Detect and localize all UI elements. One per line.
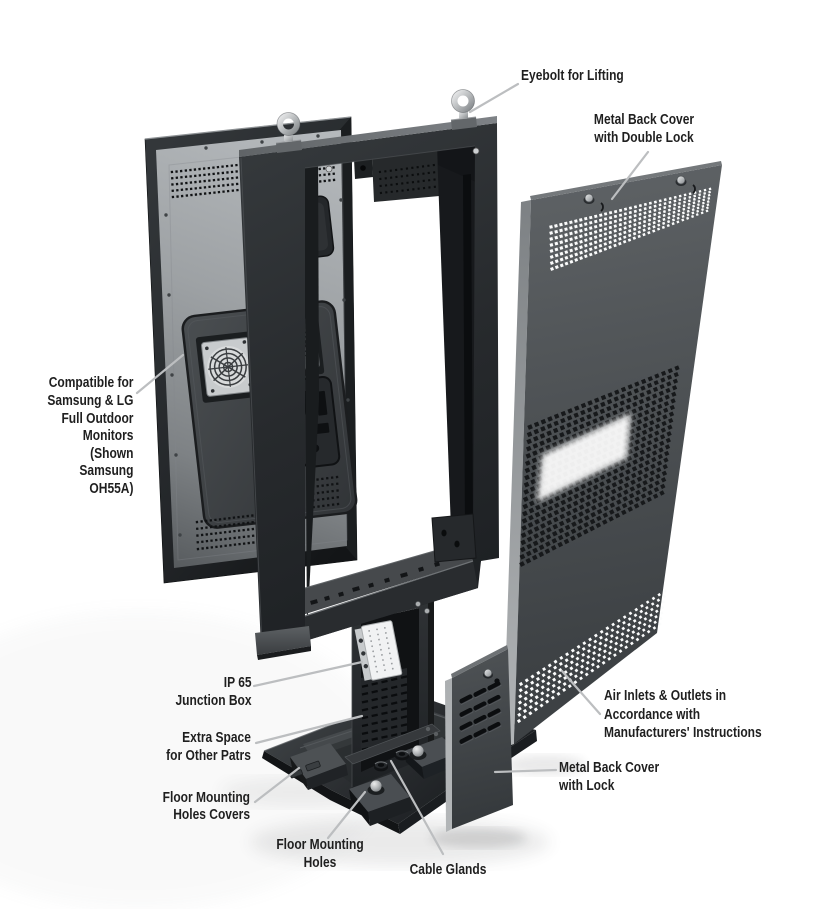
junction-box xyxy=(354,620,403,681)
monitor-screws xyxy=(164,134,353,537)
back-cover-small xyxy=(445,645,513,832)
callout-double-lock-line: Metal Back Cover xyxy=(593,112,695,128)
callout-extra-space: Extra Space for Other Patrs xyxy=(166,730,251,765)
leader-cover-lock xyxy=(493,768,558,774)
leader-eyebolt xyxy=(468,82,520,114)
leader-double-lock xyxy=(610,150,650,201)
callout-compatible-line: (Shown xyxy=(89,445,133,462)
callout-air-inlets-line: Manufacturers' Instructions xyxy=(604,725,762,742)
floor-mounting-bolt xyxy=(367,780,385,795)
callout-compatible-line: Compatible for xyxy=(48,375,133,392)
frame-front xyxy=(239,123,499,647)
back-cover-small-face xyxy=(452,649,513,829)
callout-floor-holes: Floor Mounting Holes xyxy=(276,837,363,872)
callout-compatible: Compatible for Samsung & LG Full Outdoor… xyxy=(47,375,133,498)
callout-cover-lock-line: Metal Back Cover xyxy=(559,760,660,777)
cable-gland xyxy=(374,761,388,772)
callout-floor-holes-line: Holes xyxy=(303,854,336,871)
monitor-fan-left xyxy=(195,331,261,403)
callout-double-lock-line: with Double Lock xyxy=(594,129,694,146)
panel-bottom-vent xyxy=(516,589,667,724)
floor-hole-cover xyxy=(305,760,321,772)
callout-eyebolt-line: Eyebolt for Lifting xyxy=(521,68,624,84)
panel-light-window xyxy=(537,413,631,502)
leader-lines xyxy=(135,82,650,856)
callout-eyebolt: Eyebolt for Lifting xyxy=(521,68,624,86)
callout-air-inlets: Air Inlets & Outlets in Accordance with … xyxy=(604,687,762,743)
callout-cover-lock-line: with Lock xyxy=(559,778,615,795)
floor-shadows xyxy=(0,610,585,909)
leader-air-inlets xyxy=(560,669,602,716)
leader-cable-glands xyxy=(389,759,445,856)
eyebolt-left xyxy=(275,112,302,153)
leader-compatible xyxy=(135,353,185,395)
leader-ip65 xyxy=(252,660,364,688)
base-hardware xyxy=(289,723,462,826)
callout-floor-covers-line: Floor Mounting xyxy=(162,789,250,806)
callout-cover-lock: Metal Back Cover with Lock xyxy=(559,759,659,795)
column-foot xyxy=(255,626,311,655)
vent-slots xyxy=(361,675,408,751)
callout-compatible-line: Samsung & LG xyxy=(46,392,133,409)
back-cover-large xyxy=(503,161,722,748)
callout-floor-covers-line: Holes Covers xyxy=(173,807,250,824)
callout-ip65-line: Junction Box xyxy=(175,692,252,709)
panel-top-vent xyxy=(549,187,712,271)
callout-air-inlets-line: Air Inlets & Outlets in xyxy=(604,688,727,704)
leader-extra-space xyxy=(254,714,364,745)
louver-vents xyxy=(459,681,502,746)
callout-extra-space-line: for Other Patrs xyxy=(166,747,251,764)
frame-top-face xyxy=(239,116,497,157)
callout-ip65-line: IP 65 xyxy=(223,675,252,691)
callout-compatible-line: Monitors xyxy=(82,428,133,445)
floor-mounting-bolt xyxy=(409,745,427,760)
cable-gland xyxy=(395,750,409,761)
callout-extra-space-line: Extra Space xyxy=(182,730,251,746)
stand-frame xyxy=(239,89,499,660)
callout-compatible-line: OH55A) xyxy=(88,480,133,497)
leader-floor-covers xyxy=(253,766,301,804)
callout-compatible-line: Full Outdoor xyxy=(60,410,133,427)
callout-double-lock: Metal Back Cover with Double Lock xyxy=(594,112,694,148)
callout-floor-covers: Floor Mounting Holes Covers xyxy=(163,790,250,825)
eyebolt-right xyxy=(450,89,477,130)
callout-floor-holes-line: Floor Mounting xyxy=(275,837,364,853)
callout-cable-glands-line: Cable Glands xyxy=(409,862,487,878)
callout-cable-glands: Cable Glands xyxy=(410,862,487,880)
lock-bolt xyxy=(583,193,604,212)
leader-floor-holes xyxy=(326,790,367,840)
callout-ip65: IP 65 Junction Box xyxy=(175,675,251,710)
tray-connectors xyxy=(310,561,440,605)
callout-air-inlets-line: Accordance with xyxy=(604,706,701,723)
callout-compatible-line: Samsung xyxy=(78,463,133,480)
lock-bolt xyxy=(675,175,696,194)
